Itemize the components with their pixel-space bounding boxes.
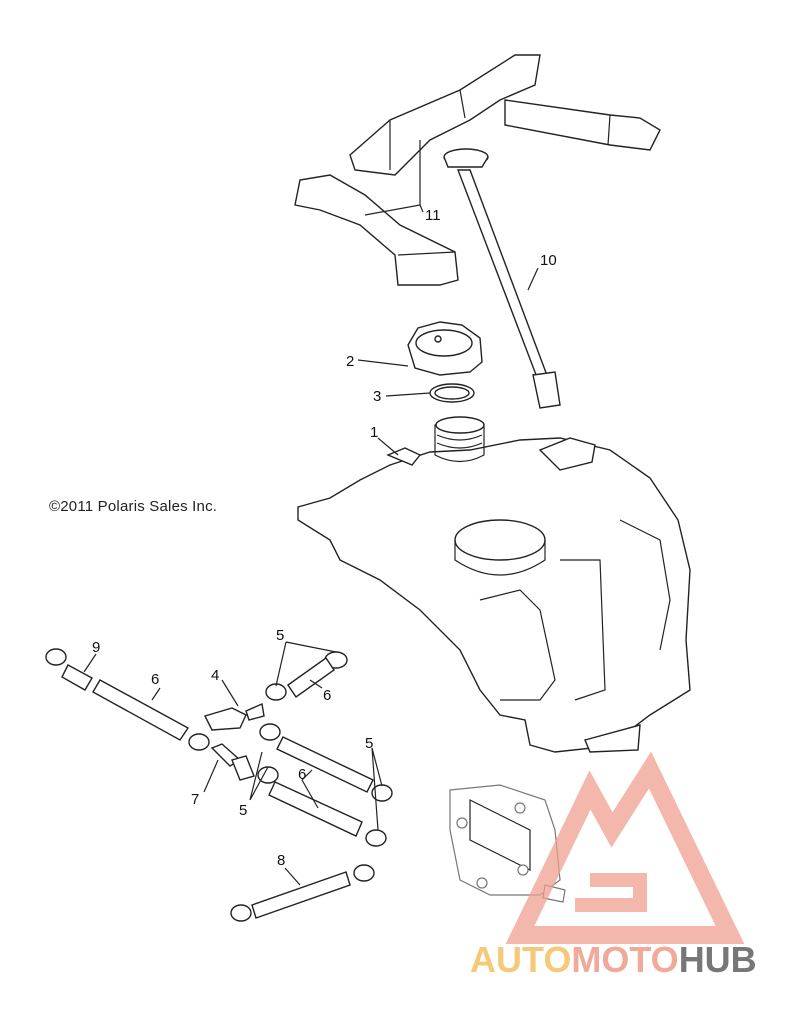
callout-10: 10	[540, 252, 557, 269]
part-2-fuel-cap	[407, 321, 483, 376]
fuel-pump-assembly	[449, 784, 566, 903]
svg-text:AUTOMOTOHUB: AUTOMOTOHUB	[470, 939, 757, 980]
automotohub-logo	[505, 751, 745, 944]
callout-7: 7	[191, 791, 199, 808]
callout-11: 11	[425, 207, 441, 224]
part-11-bracket	[294, 54, 661, 286]
callout-8: 8	[277, 852, 285, 869]
callout-1: 1	[370, 424, 378, 441]
leader-lines	[83, 204, 539, 886]
callout-9: 9	[92, 639, 100, 656]
callout-5-top: 5	[276, 627, 284, 644]
part-9-clamp	[45, 648, 93, 691]
part-8-hose	[251, 871, 351, 919]
automotohub-wordmark: AUTOMOTOHUB	[470, 939, 757, 980]
part-6-hose-lower	[268, 781, 363, 837]
part-7-check-valve	[210, 743, 255, 781]
callout-6-left: 6	[151, 671, 159, 688]
copyright-text: ©2011 Polaris Sales Inc.	[49, 498, 218, 515]
part-10-sending-unit	[443, 148, 561, 409]
wordmark-hub: HUB	[679, 939, 757, 980]
callout-6-middle: 6	[298, 766, 306, 783]
part-6-hose-middle	[276, 736, 374, 793]
callout-4: 4	[211, 667, 219, 684]
part-4-t-fitting	[204, 702, 265, 731]
wordmark-auto: AUTO	[470, 939, 571, 980]
part-3-o-ring	[429, 383, 475, 403]
callout-2: 2	[346, 353, 354, 370]
callout-5-mid: 5	[239, 802, 247, 819]
part-6-hose-upper	[287, 657, 335, 698]
callout-3: 3	[373, 388, 381, 405]
callout-6-upper: 6	[323, 687, 331, 704]
callout-5-right: 5	[365, 735, 373, 752]
wordmark-moto: MOTO	[571, 939, 678, 980]
part-6-hose-left	[92, 679, 190, 741]
part-1-fuel-tank	[297, 416, 691, 753]
